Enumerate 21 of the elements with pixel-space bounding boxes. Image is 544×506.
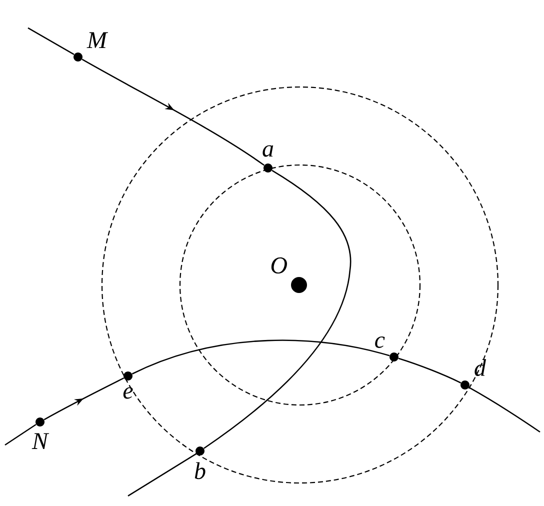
trajectory-line [82,58,265,166]
trajectory-line [132,340,390,374]
labeled-point: O [271,257,307,293]
node-label: M [86,32,108,48]
labeled-point: d [460,359,486,390]
trajectory-line [44,378,124,420]
node-label: e [123,387,133,399]
node-label: d [474,359,486,376]
labeled-point: M [74,32,108,62]
labeled-point: a [262,145,274,172]
labeled-point: c [375,336,398,362]
trajectory-line [204,170,352,449]
trajectory-line [398,358,462,384]
labeled-point: e [123,372,133,399]
node-label: O [271,257,287,274]
node-label: b [194,462,206,480]
node-label: N [32,433,50,449]
labeled-point: N [32,418,50,449]
node-label: a [262,145,274,157]
labeled-point: b [194,446,206,480]
node-label: c [375,336,385,348]
